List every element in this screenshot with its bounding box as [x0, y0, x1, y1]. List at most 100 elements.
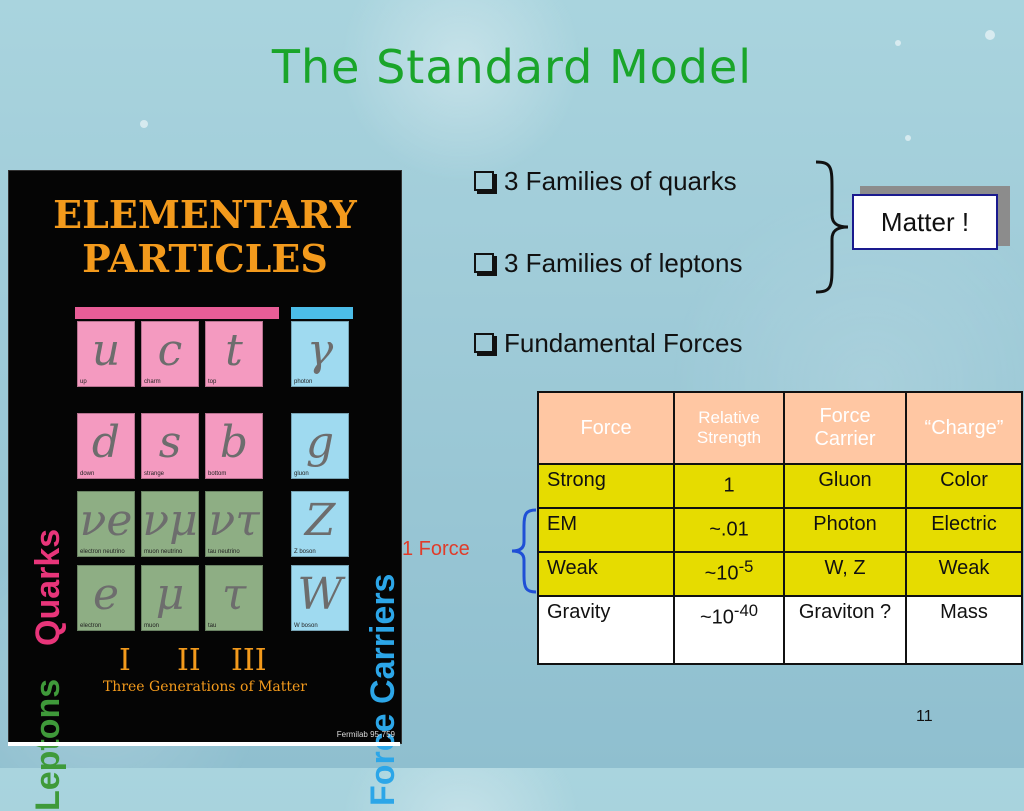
bullet-text: 3 Families of leptons — [504, 248, 743, 278]
header-force-carrier: Force Carrier — [783, 391, 907, 465]
particle-cell: b bottom — [205, 413, 263, 479]
particle-symbol: νμ — [142, 495, 198, 546]
particle-name: tau — [208, 623, 217, 629]
poster-title-line2: PARTICLES — [82, 236, 328, 281]
particle-name: Z boson — [294, 549, 316, 555]
header-charge: “Charge” — [905, 391, 1023, 465]
strength-base: ~10 — [704, 562, 739, 585]
header-relative-strength: Relative Strength — [673, 391, 785, 465]
particle-symbol: s — [158, 417, 182, 468]
bg-bubble — [985, 30, 995, 40]
cell-force: EM — [537, 507, 675, 553]
particle-cell: g gluon — [291, 413, 349, 479]
particle-cell: ντ tau neutrino — [205, 491, 263, 557]
table-header-row: Force Relative Strength Force Carrier “C… — [537, 391, 1023, 465]
particle-symbol: g — [305, 417, 335, 468]
particle-symbol: ντ — [208, 495, 260, 546]
checkbox-bullet-icon — [474, 253, 494, 273]
particle-name: muon — [144, 623, 160, 629]
particle-symbol: e — [92, 569, 120, 620]
generation-label: II — [177, 643, 201, 678]
cell-carrier: W, Z — [783, 551, 907, 597]
table-row: Strong 1 Gluon Color — [537, 463, 1023, 509]
bg-bubble — [905, 135, 911, 141]
particle-cell: c charm — [141, 321, 199, 387]
particle-name: gluon — [294, 471, 309, 477]
elementary-particles-poster: ELEMENTARY PARTICLES Quarks Leptons Forc… — [8, 170, 402, 811]
strength-base: ~.01 — [709, 518, 749, 541]
particle-name: muon neutrino — [144, 549, 183, 555]
electroweak-brace-icon — [511, 508, 537, 594]
poster-title: ELEMENTARY PARTICLES — [9, 193, 401, 281]
cell-charge: Mass — [905, 595, 1023, 665]
matter-label-box: Matter ! — [852, 194, 998, 250]
table-row: Gravity ~10-40 Graviton ? Mass — [537, 595, 1023, 665]
generation-label: III — [231, 643, 267, 678]
cell-force: Strong — [537, 463, 675, 509]
slide-title: The Standard Model — [271, 40, 753, 94]
particle-name: down — [80, 471, 95, 477]
particle-cell: μ muon — [141, 565, 199, 631]
particle-symbol: τ — [221, 569, 247, 620]
particle-symbol: u — [91, 325, 121, 376]
carrier-block-top — [291, 307, 353, 319]
particle-symbol: W — [297, 569, 343, 620]
particle-name: photon — [294, 379, 313, 385]
particle-cell: γ photon — [291, 321, 349, 387]
matter-brace-icon — [815, 160, 849, 294]
particle-symbol: c — [157, 325, 183, 376]
generations-caption: Three Generations of Matter — [102, 679, 308, 695]
bullet-leptons: 3 Families of leptons — [474, 248, 742, 279]
bg-bubble — [140, 120, 148, 128]
cell-carrier: Graviton ? — [783, 595, 907, 665]
strength-exponent: -40 — [733, 601, 758, 620]
particle-name: strange — [144, 471, 165, 477]
cell-strength: ~10-40 — [673, 595, 785, 665]
particle-symbol: Z — [304, 495, 336, 546]
bullet-text: 3 Families of quarks — [504, 166, 737, 196]
cell-strength: ~.01 — [673, 507, 785, 553]
particle-cell: t top — [205, 321, 263, 387]
bullet-text: Fundamental Forces — [504, 328, 743, 358]
strength-exponent: -5 — [738, 557, 754, 576]
quark-block-top — [75, 307, 279, 319]
forces-table: Force Relative Strength Force Carrier “C… — [537, 391, 1023, 665]
cell-charge: Electric — [905, 507, 1023, 553]
cell-strength: 1 — [673, 463, 785, 509]
table-row: EM ~.01 Photon Electric — [537, 507, 1023, 553]
particle-name: electron neutrino — [80, 549, 125, 555]
one-force-note: 1 Force — [402, 538, 470, 560]
particle-name: electron — [80, 623, 102, 629]
particle-name: top — [208, 379, 217, 385]
particle-name: tau neutrino — [208, 549, 240, 555]
table-row: Weak ~10-5 W, Z Weak — [537, 551, 1023, 597]
particle-cell: νμ muon neutrino — [141, 491, 199, 557]
poster-credit: Fermilab 95-759 — [336, 730, 395, 739]
particle-name: charm — [144, 379, 161, 385]
bullet-forces: Fundamental Forces — [474, 328, 742, 359]
particle-cell: Z Z boson — [291, 491, 349, 557]
particle-symbol: γ — [306, 325, 334, 376]
particle-cell: d down — [77, 413, 135, 479]
generation-label: I — [119, 643, 131, 678]
cell-strength: ~10-5 — [673, 551, 785, 597]
particle-symbol: νe — [79, 495, 133, 546]
cell-charge: Color — [905, 463, 1023, 509]
strength-base: 1 — [723, 474, 735, 497]
particle-symbol: t — [225, 325, 243, 376]
quarks-label: Quarks — [29, 528, 67, 646]
bullet-quarks: 3 Families of quarks — [474, 166, 737, 197]
poster-bottom-border — [8, 742, 400, 746]
particle-symbol: d — [91, 417, 121, 468]
particle-cell: W W boson — [291, 565, 349, 631]
particle-name: bottom — [208, 471, 227, 477]
particle-symbol: μ — [155, 569, 185, 620]
checkbox-bullet-icon — [474, 333, 494, 353]
cell-force: Gravity — [537, 595, 675, 665]
particle-name: W boson — [294, 623, 318, 629]
cell-force: Weak — [537, 551, 675, 597]
bg-bubble — [895, 40, 901, 46]
particle-symbol: b — [219, 417, 249, 468]
